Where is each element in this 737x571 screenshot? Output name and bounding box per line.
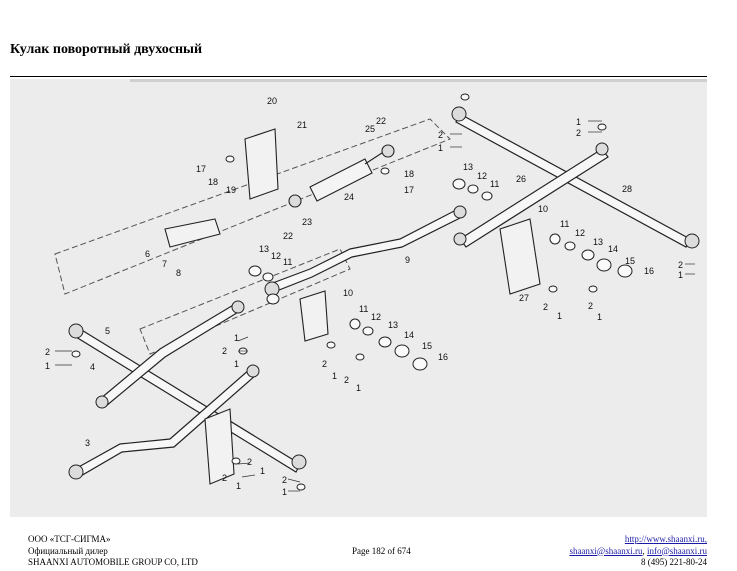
part-label-11b: 11 bbox=[560, 219, 569, 229]
footer-dealer: Официальный дилер bbox=[28, 545, 108, 556]
part-label-6: 6 bbox=[145, 249, 150, 259]
part-label-17b: 17 bbox=[404, 185, 414, 195]
part-label-11d: 11 bbox=[359, 304, 368, 314]
part-label-16a: 16 bbox=[644, 266, 654, 276]
part-label-15a: 15 bbox=[625, 256, 635, 266]
parts-diagram-svg: 20 21 17 18 19 22 25 18 17 24 23 22 2 1 … bbox=[10, 79, 707, 517]
part-label-26: 26 bbox=[516, 174, 526, 184]
part-label-14a: 14 bbox=[608, 244, 618, 254]
footer-company-name: ООО «ТСГ-СИГМА» bbox=[28, 534, 111, 544]
part-label-28: 28 bbox=[622, 184, 632, 194]
leader-lines bbox=[55, 120, 695, 492]
part-label-7: 7 bbox=[162, 259, 167, 269]
rod-ends bbox=[68, 106, 700, 480]
part-label-1b: 1 bbox=[576, 117, 581, 127]
washers bbox=[71, 93, 633, 491]
footer-company: ООО «ТСГ-СИГМА» Официальный дилер SHAANX… bbox=[28, 534, 198, 569]
part-label-8: 8 bbox=[176, 268, 181, 278]
part-label-16b: 16 bbox=[438, 352, 448, 362]
part-label-1f: 1 bbox=[45, 361, 50, 371]
part-label-1k: 1 bbox=[260, 466, 265, 476]
part-label-2l: 2 bbox=[282, 475, 287, 485]
page-title: Кулак поворотный двухосный bbox=[10, 42, 203, 57]
part-label-27: 27 bbox=[519, 293, 529, 303]
part-label-1e: 1 bbox=[597, 312, 602, 322]
part-label-1m: 1 bbox=[282, 487, 287, 497]
part-label-12b: 12 bbox=[575, 228, 585, 238]
part-label-12d: 12 bbox=[371, 312, 381, 322]
website-link[interactable]: http://www.shaanxi.ru, bbox=[624, 534, 707, 544]
email-link-shaanxi[interactable]: shaanxi@shaanxi.ru bbox=[569, 545, 643, 556]
phone-number: 8 (495) 221-80-24 bbox=[641, 557, 707, 567]
part-label-2h: 2 bbox=[322, 359, 327, 369]
part-label-19: 19 bbox=[226, 185, 236, 195]
part-label-2i: 2 bbox=[344, 375, 349, 385]
part-label-21: 21 bbox=[297, 120, 307, 130]
part-label-13a: 13 bbox=[463, 162, 473, 172]
footer-manufacturer: SHAANXI AUTOMOBILE GROUP CO, LTD bbox=[28, 557, 198, 567]
part-label-14b: 14 bbox=[404, 330, 414, 340]
part-label-1j: 1 bbox=[356, 383, 361, 393]
part-label-23: 23 bbox=[302, 217, 312, 227]
part-label-3: 3 bbox=[85, 438, 90, 448]
title-divider bbox=[10, 76, 707, 77]
part-label-2e: 2 bbox=[588, 301, 593, 311]
part-label-2f: 2 bbox=[45, 347, 50, 357]
power-cylinder bbox=[288, 144, 395, 208]
part-label-2g: 2 bbox=[222, 346, 227, 356]
levers-brackets bbox=[164, 128, 541, 485]
part-label-12a: 12 bbox=[477, 171, 487, 181]
email-link-info[interactable]: info@shaanxi.ru bbox=[646, 545, 707, 556]
part-label-11c: 11 bbox=[283, 257, 292, 267]
part-label-1g: 1 bbox=[234, 333, 239, 343]
part-label-1h: 1 bbox=[234, 359, 239, 369]
parts-diagram: 20 21 17 18 19 22 25 18 17 24 23 22 2 1 … bbox=[10, 79, 707, 517]
part-label-10b: 10 bbox=[343, 288, 353, 298]
part-label-20: 20 bbox=[267, 96, 277, 106]
part-label-17: 17 bbox=[196, 164, 206, 174]
page-number: Page 182 of 674 bbox=[352, 546, 411, 556]
part-label-4: 4 bbox=[90, 362, 95, 372]
part-label-12c: 12 bbox=[271, 251, 281, 261]
footer-contacts: http://www.shaanxi.ru, shaanxi@shaanxi.r… bbox=[569, 534, 707, 569]
part-label-22: 22 bbox=[376, 116, 386, 126]
part-label-5: 5 bbox=[105, 326, 110, 336]
part-label-2a: 2 bbox=[438, 130, 443, 140]
part-label-1c: 1 bbox=[678, 270, 683, 280]
part-label-2b: 2 bbox=[576, 128, 581, 138]
part-labels: 20 21 17 18 19 22 25 18 17 24 23 22 2 1 … bbox=[45, 96, 683, 497]
part-label-10a: 10 bbox=[538, 204, 548, 214]
part-label-18b: 18 bbox=[404, 169, 414, 179]
part-label-18: 18 bbox=[208, 177, 218, 187]
part-label-2j: 2 bbox=[247, 457, 252, 467]
part-label-2c: 2 bbox=[678, 260, 683, 270]
part-label-1a: 1 bbox=[438, 143, 443, 153]
part-label-2k: 2 bbox=[222, 473, 227, 483]
part-label-15b: 15 bbox=[422, 341, 432, 351]
email-separator: , bbox=[642, 545, 647, 556]
part-label-1l: 1 bbox=[236, 481, 241, 491]
part-label-1i: 1 bbox=[332, 371, 337, 381]
part-label-13d: 13 bbox=[388, 320, 398, 330]
part-label-2d: 2 bbox=[543, 302, 548, 312]
part-label-24: 24 bbox=[344, 192, 354, 202]
part-label-25: 25 bbox=[365, 124, 375, 134]
part-label-13b: 13 bbox=[593, 237, 603, 247]
part-label-22b: 22 bbox=[283, 231, 293, 241]
part-label-11a: 11 bbox=[490, 179, 499, 189]
part-label-9: 9 bbox=[405, 255, 410, 265]
part-label-13c: 13 bbox=[259, 244, 269, 254]
part-label-1d: 1 bbox=[557, 311, 562, 321]
frame-rail-outline bbox=[54, 118, 451, 355]
